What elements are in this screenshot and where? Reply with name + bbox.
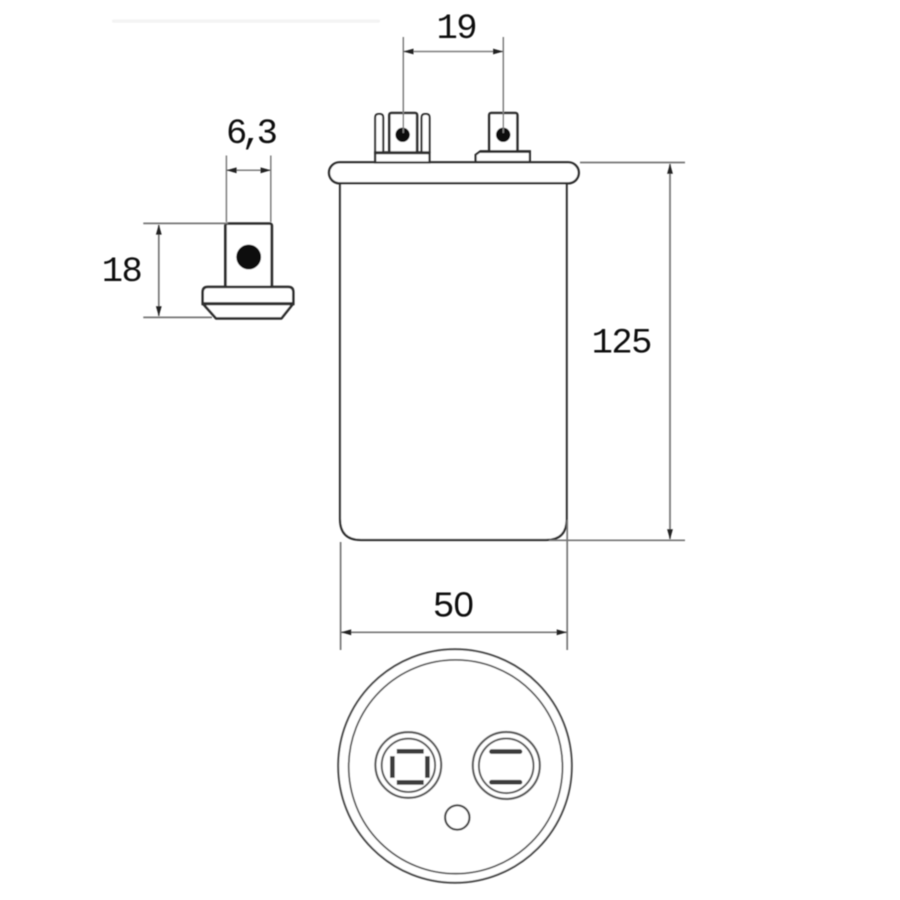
svg-text:125: 125	[592, 322, 652, 363]
svg-text:18: 18	[102, 251, 142, 292]
svg-text:19: 19	[436, 8, 476, 49]
svg-text:6,3: 6,3	[226, 113, 277, 154]
